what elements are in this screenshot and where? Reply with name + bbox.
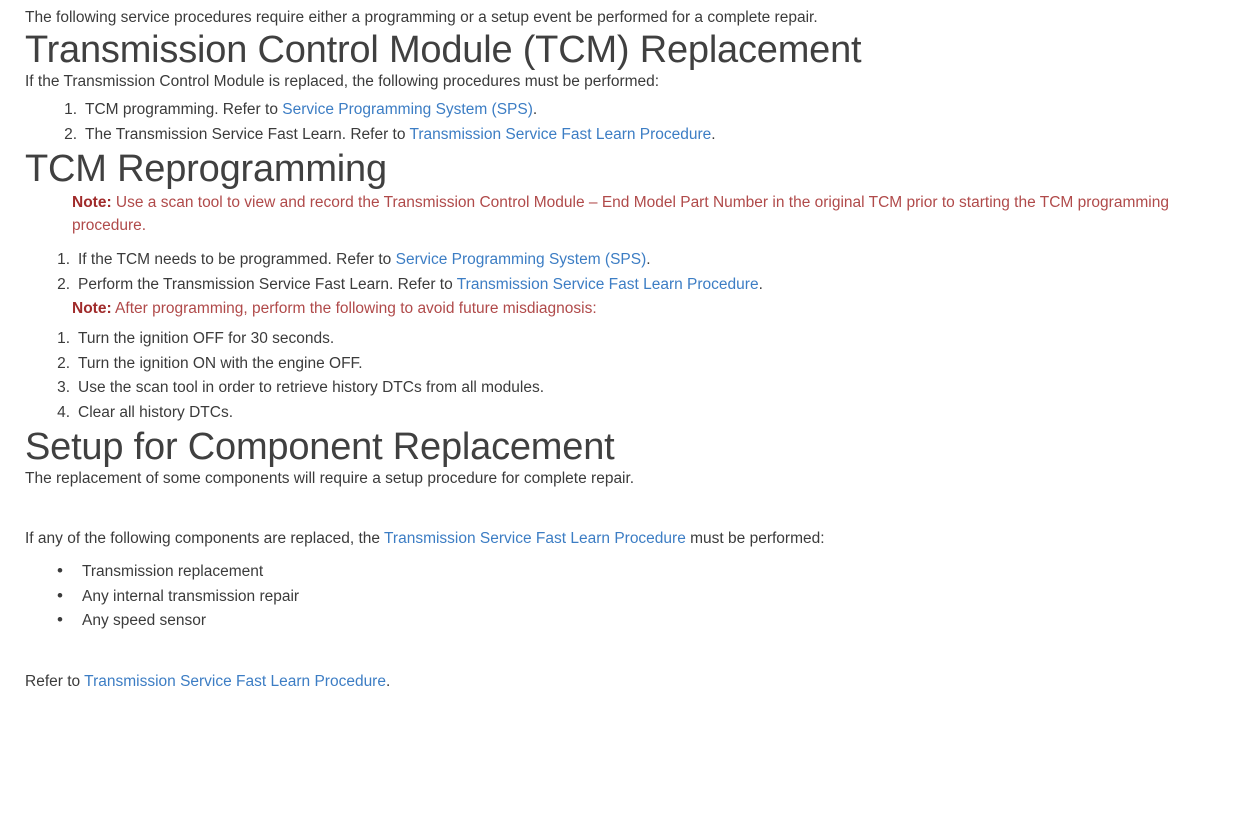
refer-prefix: Refer to	[25, 672, 85, 690]
list-item: Any speed sensor	[57, 608, 1223, 634]
step-text: Perform the Transmission Service Fast Le…	[78, 275, 457, 293]
list-item: Turn the ignition ON with the engine OFF…	[48, 352, 363, 376]
link-service-programming-system[interactable]: Service Programming System (SPS)	[395, 251, 647, 268]
setup-intro: The replacement of some components will …	[25, 470, 635, 487]
page-title-tcm-replacement: Transmission Control Module (TCM) Replac…	[25, 29, 862, 71]
list-item: Use the scan tool in order to retrieve h…	[48, 376, 545, 400]
tcm-replacement-steps: TCM programming. Refer to Service Progra…	[55, 98, 1223, 147]
list-item: The Transmission Service Fast Learn. Ref…	[55, 123, 1223, 148]
blank-paragraph-spacer	[25, 489, 1223, 529]
link-transmission-service-fast-learn-procedure[interactable]: Transmission Service Fast Learn Procedur…	[384, 530, 686, 547]
note-label: Note:	[72, 194, 112, 211]
components-intro: If any of the following components are r…	[25, 529, 1223, 549]
list-item: Any internal transmission repair	[57, 584, 1223, 610]
step-suffix: .	[532, 101, 538, 118]
list-item: Transmission replacement	[57, 559, 1223, 585]
tcm-reprogramming-steps: If the TCM needs to be programmed. Refer…	[48, 248, 1223, 297]
spacer	[25, 320, 1223, 327]
components-intro-prefix: If any of the following components are r…	[25, 530, 385, 547]
note-text: Use a scan tool to view and record the T…	[72, 194, 1169, 234]
refer-suffix: .	[385, 672, 391, 690]
list-item: Turn the ignition OFF for 30 seconds.	[48, 327, 335, 351]
intro-paragraph: The following service procedures require…	[25, 9, 818, 26]
note-label: Note:	[72, 300, 112, 317]
step-text: TCM programming. Refer to	[85, 101, 283, 118]
list-item: Perform the Transmission Service Fast Le…	[48, 273, 1223, 298]
note-text: After programming, perform the following…	[111, 300, 597, 317]
step-suffix: .	[646, 251, 651, 268]
list-item: Clear all history DTCs.	[48, 401, 234, 425]
post-programming-steps: Turn the ignition OFF for 30 seconds. Tu…	[48, 327, 1223, 425]
components-intro-suffix: must be performed:	[685, 530, 825, 547]
spacer	[25, 237, 1223, 248]
step-text: If the TCM needs to be programmed. Refer…	[78, 251, 396, 268]
link-transmission-service-fast-learn-procedure[interactable]: Transmission Service Fast Learn Procedur…	[84, 672, 386, 690]
step-suffix: .	[758, 275, 763, 293]
note-programming: Note: Use a scan tool to view and record…	[72, 191, 1223, 237]
page-title-tcm-reprogramming: TCM Reprogramming	[25, 148, 387, 190]
component-list: Transmission replacement Any internal tr…	[57, 559, 1223, 634]
link-transmission-service-fast-learn-procedure[interactable]: Transmission Service Fast Learn Procedur…	[456, 275, 759, 293]
link-transmission-service-fast-learn-procedure[interactable]: Transmission Service Fast Learn Procedur…	[409, 125, 712, 143]
list-item: TCM programming. Refer to Service Progra…	[55, 98, 1223, 123]
tcm-replacement-intro: If the Transmission Control Module is re…	[25, 73, 660, 90]
spacer	[25, 634, 1223, 672]
page-title-setup-for-component-replacement: Setup for Component Replacement	[25, 426, 615, 468]
step-suffix: .	[711, 125, 716, 143]
note-after-programming: Note: After programming, perform the fol…	[72, 297, 1223, 320]
link-service-programming-system[interactable]: Service Programming System (SPS)	[282, 101, 533, 118]
list-item: If the TCM needs to be programmed. Refer…	[48, 248, 1223, 273]
refer-paragraph: Refer to Transmission Service Fast Learn…	[25, 672, 1223, 692]
step-text: The Transmission Service Fast Learn. Ref…	[85, 125, 410, 143]
